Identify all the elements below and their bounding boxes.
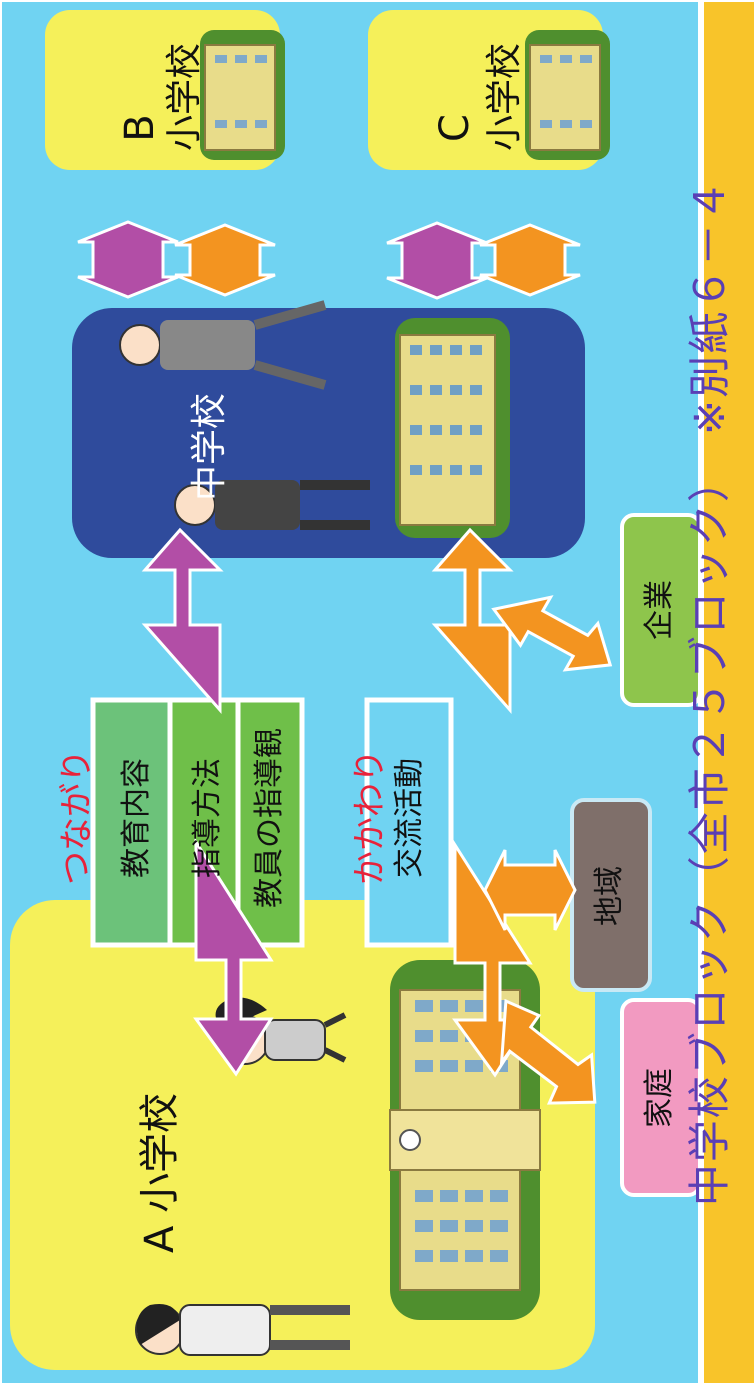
school-a-building-icon (389, 960, 541, 1320)
teacher-icon (135, 1304, 350, 1356)
school-a-label: A 小学校 (137, 1092, 183, 1253)
middle-school-panel (72, 300, 585, 558)
connection-item-method: 指導方法 (190, 758, 225, 878)
school-c-building-icon (525, 30, 610, 160)
footer-band (704, 2, 754, 1383)
exchange-box (364, 697, 454, 948)
involvement-item: 交流活動 (392, 758, 427, 878)
school-c-label: 小学校 (484, 42, 525, 151)
purple-double-arrow-b-icon (77, 220, 179, 299)
middle-school-label: 中学校 (189, 392, 230, 501)
connection-item-view: 教員の指導観 (252, 728, 287, 908)
orange-double-arrow-b-icon (174, 223, 276, 297)
school-a-panel (10, 900, 595, 1370)
orange-double-arrow-c-icon (479, 223, 581, 297)
region-label: 地域 (592, 866, 627, 926)
school-c-letter: C (432, 114, 478, 142)
orange-arrow-company-icon (491, 595, 613, 672)
student-boy-icon (174, 480, 370, 530)
involvement-heading: かかわり (350, 749, 390, 885)
footer-caption: 中学校ブロック（全市２５ブロック） ※別紙６－４ (685, 177, 734, 1207)
school-b-building-icon (200, 30, 285, 160)
home-box (620, 998, 702, 1197)
orange-arrow-to-middle-icon (431, 527, 514, 714)
orange-arrow-region-icon (483, 849, 577, 931)
company-label: 企業 (642, 580, 677, 640)
purple-arrow-to-middle-icon (141, 527, 224, 714)
home-label: 家庭 (642, 1068, 677, 1128)
connection-heading: つながり (57, 749, 97, 885)
connection-item-content: 教育内容 (119, 758, 154, 878)
school-c-panel (368, 10, 610, 170)
purple-double-arrow-c-icon (386, 221, 488, 300)
view-box (235, 697, 305, 948)
purple-arrow-to-a-icon (193, 836, 274, 1077)
school-b-panel (45, 10, 285, 170)
orange-arrow-to-a-icon (452, 839, 533, 1078)
middle-school-building-icon (395, 318, 510, 538)
school-b-label: 小学校 (164, 42, 205, 151)
orange-arrow-home-icon (499, 998, 597, 1105)
company-box (620, 513, 702, 707)
school-b-letter: B (117, 114, 163, 142)
content-box (90, 697, 183, 948)
student-boy-2-icon (119, 300, 327, 390)
